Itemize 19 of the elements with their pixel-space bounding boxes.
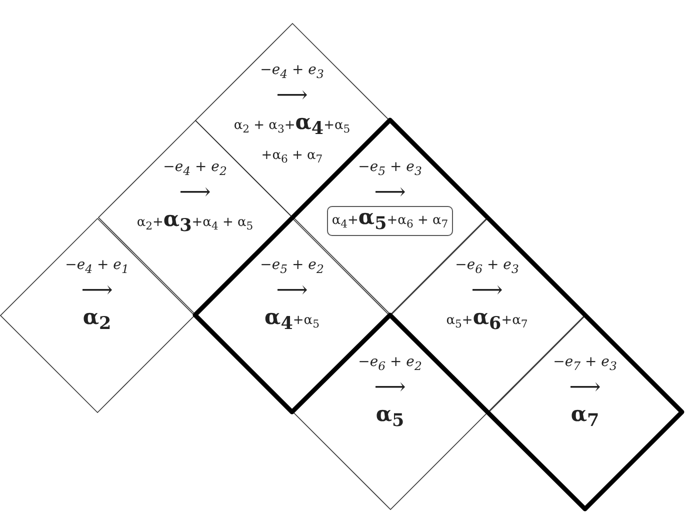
root-sum: α$_{2}$ <box>82 304 112 336</box>
maps-to-symbol: ⟶ <box>569 375 601 402</box>
weight-label: −e$_{5}$ + e$_{3}$ <box>358 158 422 180</box>
weight-label: −e$_{6}$ + e$_{3}$ <box>455 256 519 278</box>
weight-label: −e$_{5}$ + e$_{2}$ <box>260 256 324 278</box>
weight-label: −e$_{4}$ + e$_{3}$ <box>260 60 324 82</box>
maps-to-symbol: ⟶ <box>276 83 308 110</box>
root-sum: α$_{7}$ <box>570 401 600 434</box>
maps-to-symbol: ⟶ <box>374 375 406 402</box>
maps-to-symbol: ⟶ <box>471 278 503 304</box>
weight-label: −e$_{4}$ + e$_{2}$ <box>163 158 227 180</box>
maps-to-symbol: ⟶ <box>81 278 113 304</box>
maps-to-symbol: ⟶ <box>179 180 211 206</box>
weight-label: −e$_{4}$ + e$_{1}$ <box>65 256 129 278</box>
maps-to-symbol: ⟶ <box>374 180 406 206</box>
root-sum: α$_{5}$ <box>376 401 404 434</box>
weight-label: −e$_{7}$ + e$_{3}$ <box>553 352 617 374</box>
maps-to-symbol: ⟶ <box>276 278 308 304</box>
weight-label: −e$_{6}$ + e$_{2}$ <box>358 352 422 374</box>
